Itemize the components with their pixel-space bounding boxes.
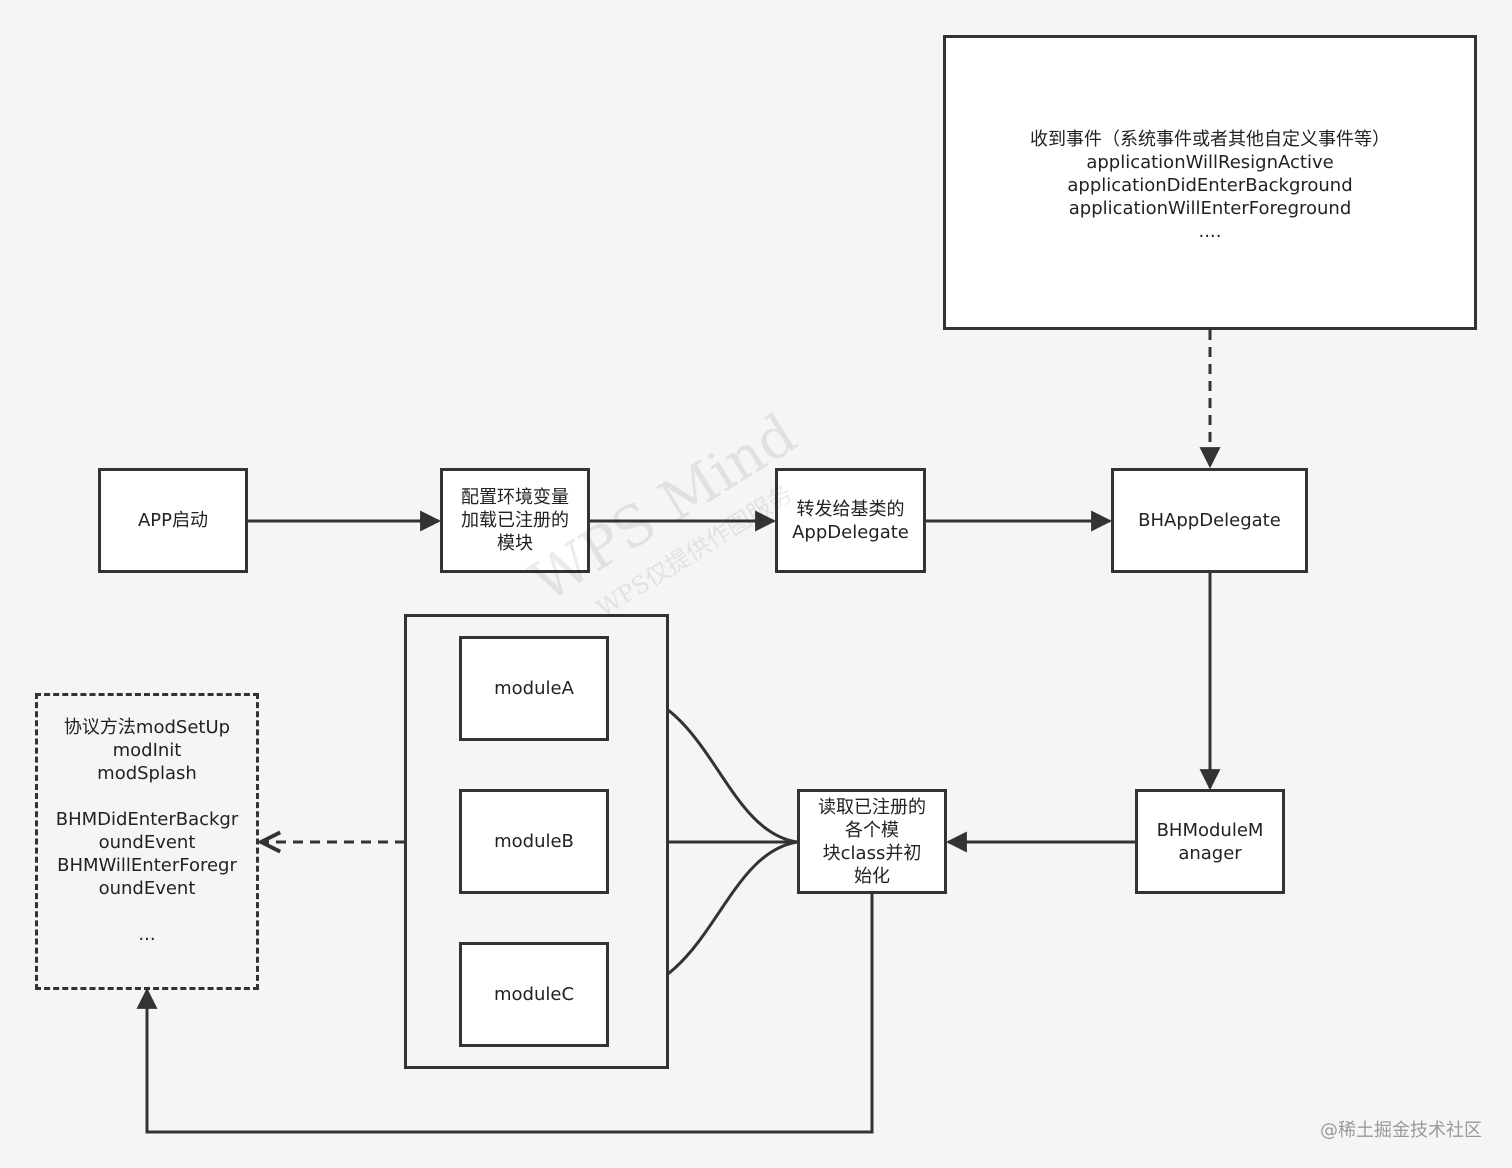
config-node: 配置环境变量 加载已注册的 模块 — [440, 468, 590, 573]
read-init-node: 读取已注册的 各个模 块class并初 始化 — [797, 789, 947, 894]
manager-line: BHModuleM — [1156, 819, 1264, 841]
protocol-line: modSplash — [97, 763, 197, 784]
protocol-line: ... — [138, 924, 156, 945]
protocol-line: BHMWillEnterForegr — [57, 855, 237, 876]
protocol-line: BHMDidEnterBackgr — [55, 809, 239, 830]
forward-node: 转发给基类的 AppDelegate — [775, 468, 926, 573]
bh-module-manager-node: BHModuleM anager — [1135, 789, 1285, 894]
protocol-line: oundEvent — [98, 878, 196, 899]
edge-read-to-protocol — [136, 893, 874, 1134]
read-line: 块class并初 — [822, 842, 922, 864]
module-b-label: moduleB — [494, 831, 574, 852]
event-box: 收到事件（系统事件或者其他自定义事件等） applicationWillResi… — [943, 35, 1477, 330]
bh-app-delegate-label: BHAppDelegate — [1138, 510, 1281, 531]
read-line: 各个模 — [845, 819, 899, 841]
protocol-line: 协议方法modSetUp — [63, 717, 231, 738]
module-c-node: moduleC — [459, 942, 609, 1047]
protocol-line: oundEvent — [98, 832, 196, 853]
module-a-label: moduleA — [494, 678, 574, 699]
event-box-text: 收到事件（系统事件或者其他自定义事件等） applicationWillResi… — [1030, 128, 1390, 243]
protocol-line — [144, 785, 150, 808]
protocol-line — [144, 900, 150, 923]
event-line: 收到事件（系统事件或者其他自定义事件等） — [1030, 129, 1390, 150]
event-line: applicationWillResignActive — [1086, 152, 1334, 173]
event-line: applicationWillEnterForeground — [1068, 198, 1352, 219]
event-line: .... — [1198, 221, 1222, 242]
forward-line: 转发给基类的 — [796, 498, 905, 520]
protocol-methods-node: 协议方法modSetUp modInit modSplash BHMDidEnt… — [35, 693, 259, 990]
app-start-node: APP启动 — [98, 468, 248, 573]
app-start-label: APP启动 — [137, 510, 209, 531]
module-b-node: moduleB — [459, 789, 609, 894]
read-line: 始化 — [854, 865, 890, 887]
footer-credit: @稀土掘金技术社区 — [1320, 1120, 1482, 1141]
protocol-line: modInit — [112, 740, 182, 761]
module-c-label: moduleC — [493, 984, 575, 1005]
config-line: 加载已注册的 — [461, 510, 569, 531]
event-line: applicationDidEnterBackground — [1067, 175, 1353, 196]
config-line: 模块 — [497, 533, 533, 554]
config-line: 配置环境变量 — [461, 487, 569, 508]
bh-app-delegate-node: BHAppDelegate — [1111, 468, 1308, 573]
read-line: 读取已注册的 — [818, 796, 926, 818]
forward-line: AppDelegate — [792, 521, 909, 543]
module-a-node: moduleA — [459, 636, 609, 741]
manager-line: anager — [1178, 842, 1242, 864]
